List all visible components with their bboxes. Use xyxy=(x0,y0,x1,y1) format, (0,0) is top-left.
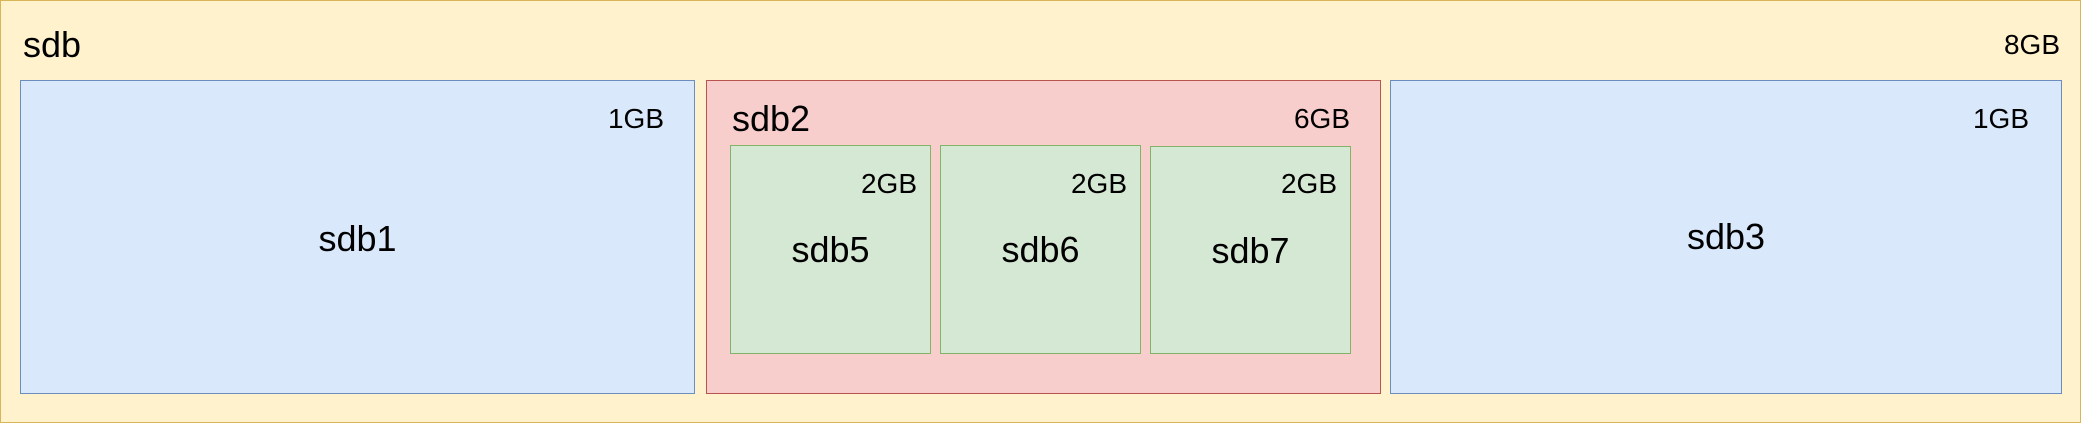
logical-sdb7-size: 2GB xyxy=(1280,168,1337,199)
logical-sdb6-size: 2GB xyxy=(1070,168,1127,199)
logical-sdb5-box: 2GB sdb5 xyxy=(730,145,931,354)
logical-sdb6-name: sdb6 xyxy=(1001,229,1080,270)
disk-name-label: sdb xyxy=(23,24,82,65)
partition-sdb2-box: sdb2 6GB 2GB sdb5 2GB sdb6 2GB sdb7 xyxy=(706,80,1381,394)
partition-sdb1-box: 1GB sdb1 xyxy=(20,80,695,394)
logical-sdb5-size: 2GB xyxy=(860,168,917,199)
partition-sdb1-size: 1GB xyxy=(607,103,664,134)
partition-sdb2-name: sdb2 xyxy=(732,98,811,139)
partition-sdb3-name: sdb3 xyxy=(1686,216,1766,257)
logical-sdb7-box: 2GB sdb7 xyxy=(1150,146,1351,354)
partition-sdb3-size: 1GB xyxy=(1972,103,2029,134)
partition-sdb2-size: 6GB xyxy=(1293,103,1350,134)
logical-sdb5-name: sdb5 xyxy=(791,229,870,270)
logical-sdb7-name: sdb7 xyxy=(1211,230,1290,271)
partition-sdb1-name: sdb1 xyxy=(318,218,397,259)
disk-size-label: 8GB xyxy=(2003,29,2060,60)
partition-sdb3-box: 1GB sdb3 xyxy=(1390,80,2062,394)
logical-sdb6-box: 2GB sdb6 xyxy=(940,145,1141,354)
